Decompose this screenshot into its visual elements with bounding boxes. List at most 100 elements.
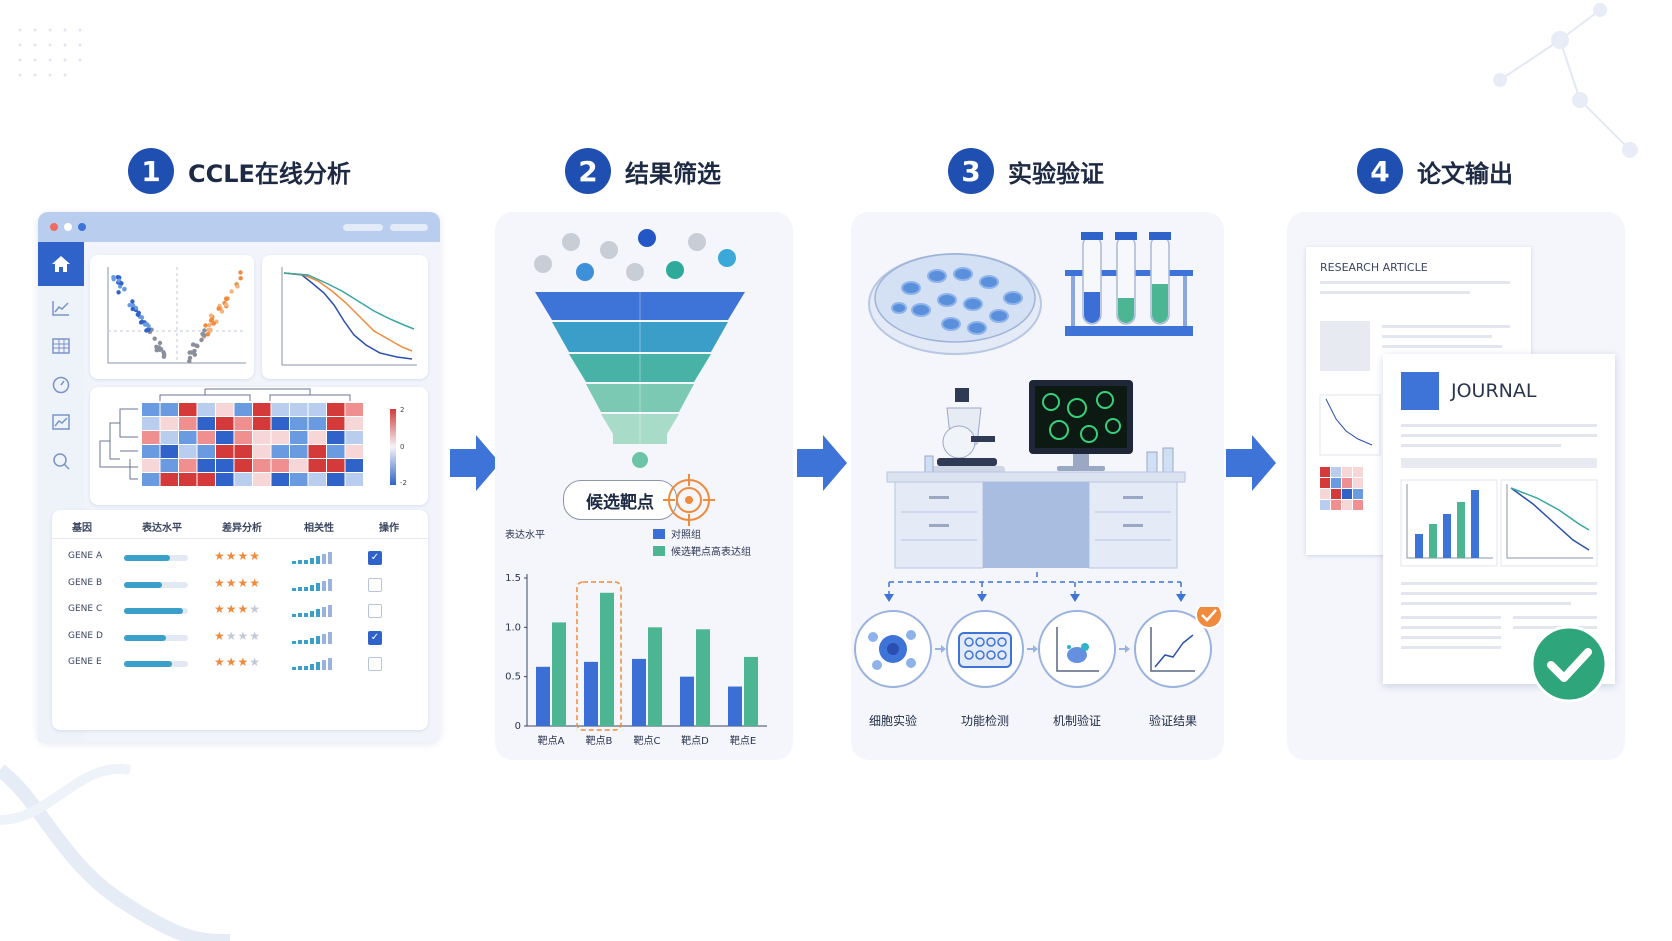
star-icon: ★ bbox=[214, 575, 226, 590]
table-row: GENE A★★★★✓ bbox=[52, 546, 428, 570]
heatmap-cell bbox=[160, 431, 178, 444]
header-expression: 表达水平 bbox=[142, 523, 182, 534]
heatmap-cell bbox=[234, 445, 252, 458]
volcano-point bbox=[111, 277, 116, 282]
row-checkbox[interactable] bbox=[368, 577, 382, 592]
candidate-target-label: 候选靶点 bbox=[563, 480, 677, 520]
experiment-label-function: 功能检测 bbox=[960, 714, 1009, 728]
sparkbar bbox=[304, 666, 308, 670]
sparkbar bbox=[316, 609, 320, 617]
step-1-number: 1 bbox=[128, 148, 174, 194]
heatmap-cell bbox=[1331, 489, 1341, 499]
sparkbar bbox=[310, 664, 314, 670]
sparkbar bbox=[310, 637, 314, 644]
bar-candidate bbox=[552, 622, 566, 726]
row-checkbox[interactable]: ✓ bbox=[368, 630, 382, 645]
star-icon: ★ bbox=[237, 628, 250, 643]
bar-candidate bbox=[600, 592, 614, 726]
heatmap-cell bbox=[1331, 478, 1341, 488]
volcano-point bbox=[238, 270, 243, 275]
x-tick-label: 靶点E bbox=[730, 734, 756, 747]
heatmap-scale-min: -2 bbox=[400, 479, 407, 487]
row-checkbox[interactable] bbox=[368, 657, 382, 671]
heatmap-cell bbox=[234, 459, 252, 472]
heatmap-cell bbox=[271, 431, 289, 444]
sparkbar bbox=[316, 582, 320, 591]
volcano-point bbox=[194, 343, 199, 348]
heatmap-cell bbox=[253, 445, 271, 458]
bar-control bbox=[536, 666, 550, 726]
expression-bar bbox=[124, 555, 188, 561]
heatmap-cell bbox=[1342, 467, 1352, 477]
maximize-dot-icon[interactable] bbox=[78, 223, 86, 231]
sparkbar bbox=[322, 580, 326, 591]
sparkbar bbox=[298, 639, 302, 644]
heatmap-cell bbox=[271, 403, 289, 416]
star-icon: ★ bbox=[249, 628, 262, 643]
bar-control bbox=[728, 686, 742, 726]
gene-name: GENE B bbox=[68, 577, 103, 588]
heatmap-cell bbox=[142, 459, 160, 472]
heatmap-cell bbox=[308, 431, 326, 444]
heatmap-cell bbox=[345, 403, 363, 416]
arrow-right-icon bbox=[797, 435, 847, 491]
sparkbar bbox=[304, 560, 308, 564]
step-3-label: 实验验证 bbox=[1008, 159, 1104, 188]
volcano-point bbox=[130, 299, 135, 304]
journal-title: JOURNAL bbox=[1451, 380, 1537, 402]
sparkbar bbox=[316, 556, 320, 564]
heatmap-cell bbox=[345, 417, 363, 430]
experiment-label-mechanism: 机制验证 bbox=[1052, 714, 1101, 728]
minimize-dot-icon[interactable] bbox=[64, 223, 72, 231]
microscope-icon bbox=[929, 388, 1005, 474]
close-dot-icon[interactable] bbox=[50, 223, 58, 231]
volcano-point bbox=[211, 321, 216, 326]
volcano-point bbox=[157, 340, 163, 346]
table-header: 基因 表达水平 差异分析 相关性 操作 bbox=[52, 510, 428, 539]
line-chart-icon[interactable] bbox=[52, 300, 70, 316]
sparkbar bbox=[292, 640, 296, 644]
heatmap-cell bbox=[308, 459, 326, 472]
legend-swatch-control bbox=[653, 529, 665, 539]
heatmap-cell bbox=[253, 403, 271, 416]
legend-control: 对照组 bbox=[671, 528, 701, 541]
volcano-point bbox=[187, 358, 192, 364]
legend-candidate: 候选靶点高表达组 bbox=[671, 545, 751, 558]
row-checkbox[interactable] bbox=[368, 604, 382, 618]
expression-bar bbox=[124, 608, 188, 614]
heatmap-cell bbox=[1353, 467, 1363, 477]
header-diff-analysis: 差异分析 bbox=[222, 523, 262, 534]
table-row: GENE C★★★★ bbox=[52, 599, 428, 623]
volcano-point bbox=[122, 286, 127, 292]
experiment-connector bbox=[884, 572, 1186, 602]
heatmap-cell bbox=[253, 459, 271, 472]
gene-name: GENE C bbox=[68, 604, 103, 614]
row-checkbox[interactable]: ✓ bbox=[368, 551, 382, 565]
browser-titlebar bbox=[38, 212, 440, 242]
volcano-point bbox=[139, 315, 145, 320]
step-4-title: 4 论文输出 bbox=[1357, 148, 1513, 194]
heatmap-cell bbox=[1331, 500, 1341, 510]
arrow-right-icon bbox=[450, 435, 500, 491]
sidebar-item-home[interactable] bbox=[38, 242, 84, 286]
chart-ylabel: 表达水平 bbox=[505, 528, 545, 541]
star-icon: ★ bbox=[214, 655, 226, 669]
star-icon: ★ bbox=[237, 655, 250, 669]
volcano-point bbox=[130, 306, 135, 312]
heatmap-cell bbox=[290, 403, 308, 416]
heatmap-cell bbox=[234, 431, 252, 444]
heatmap-scale-max: 2 bbox=[400, 406, 405, 414]
legend-swatch-candidate bbox=[653, 546, 665, 556]
step-1-label: CCLE在线分析 bbox=[188, 159, 351, 188]
experiment-label-cell: 细胞实验 bbox=[868, 714, 917, 728]
sparkbar bbox=[328, 605, 332, 617]
trend-icon[interactable] bbox=[52, 414, 70, 430]
search-analysis-icon[interactable] bbox=[52, 452, 70, 470]
y-tick-label: 1.0 bbox=[505, 622, 521, 633]
star-icon: ★ bbox=[225, 628, 238, 643]
table-icon[interactable] bbox=[52, 338, 70, 354]
heatmap-cell bbox=[271, 417, 289, 430]
lab-bench-icon bbox=[886, 471, 1186, 569]
gauge-icon[interactable] bbox=[52, 376, 70, 394]
